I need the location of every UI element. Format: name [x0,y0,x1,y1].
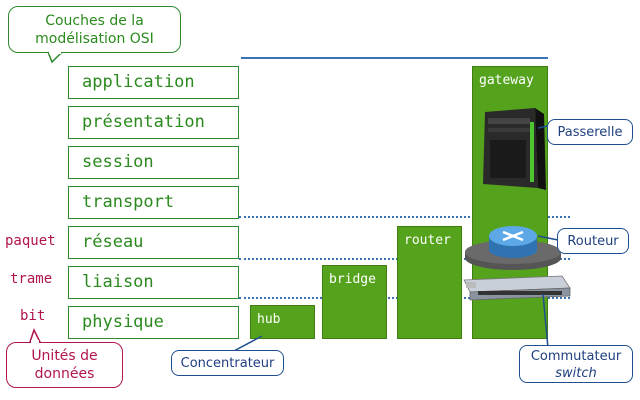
data-units-line1: Unités de [31,348,98,364]
osi-title-callout: Couches de la modélisation OSI [8,6,181,53]
hub-callout: Concentrateur [171,350,284,376]
router-callout: Routeur [557,228,629,254]
boundary-transport-network [239,216,570,218]
layer-physical: physique [68,306,239,339]
switch-callout-line2: switch [520,365,632,382]
layer-network: réseau [68,226,239,259]
device-router: router [397,226,462,339]
layer-application: application [68,66,239,99]
layer-datalink: liaison [68,266,239,299]
osi-title-line2: modélisation OSI [35,31,154,47]
device-gateway-label: gateway [479,73,534,88]
switch-callout: Commutateur switch [519,345,633,383]
switch-callout-italic: switch [555,366,597,381]
switch-callout-line1: Commutateur [530,349,622,364]
switch-device-icon [463,275,571,301]
top-divider-line [241,57,548,59]
server-icon [483,108,546,190]
callout-tail-mask [49,50,61,54]
device-bridge-label: bridge [329,272,376,287]
device-router-label: router [404,233,451,248]
layer-session: session [68,146,239,179]
units-tail-mask [31,340,39,344]
device-hub-label: hub [257,312,281,327]
gateway-callout: Passerelle [547,119,633,145]
unit-packet: paquet [5,233,56,249]
unit-frame: trame [10,271,53,287]
unit-bit: bit [20,308,46,324]
device-bridge: bridge [322,265,387,339]
osi-title-line1: Couches de la [45,13,144,29]
router-device-icon [465,226,561,270]
device-hub: hub [250,305,315,339]
layer-transport: transport [68,186,239,219]
data-units-line2: données [34,366,95,382]
layer-presentation: présentation [68,106,239,139]
data-units-callout: Unités de données [6,342,123,388]
